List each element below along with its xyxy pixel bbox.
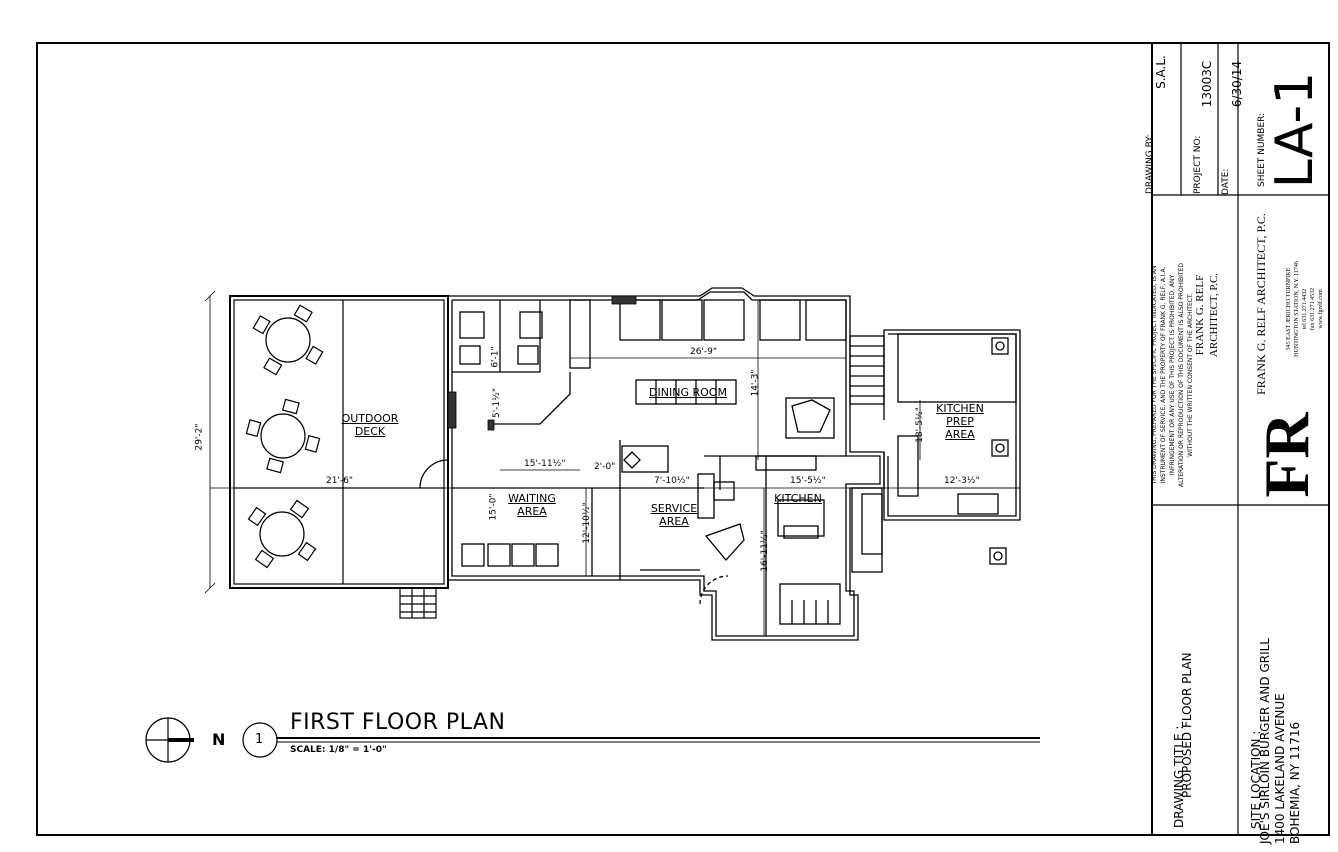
sheet-number-value: LA-1 [1265, 71, 1325, 189]
signature-block: FRANK G. RELF ARCHITECT, P.C. [1194, 272, 1220, 358]
dim-restroom-1: 6'-1" [490, 346, 501, 368]
title-graphics [145, 717, 1040, 763]
dim-kitchen-depth: 16'-11½" [759, 530, 770, 572]
north-label: N [212, 730, 226, 749]
room-label-dining-room: DINING ROOM [649, 386, 727, 399]
dim-waiting-width: 15'-11½" [524, 459, 566, 469]
dim-prep-width: 12'-3½" [944, 476, 980, 486]
plan-title: FIRST FLOOR PLAN [290, 710, 506, 735]
project-no-value: 13003C [1200, 60, 1214, 108]
room-label-kitchen: KITCHEN [774, 492, 822, 505]
deck-tables [245, 304, 324, 569]
sheet-border [36, 42, 1330, 836]
dim-waiting-depth: 15'-0" [488, 493, 499, 521]
dimension-lines [204, 290, 1020, 636]
drawing-by-value: S.A.L. [1154, 55, 1168, 89]
room-label-waiting-area: WAITING AREA [508, 492, 556, 518]
dim-overall-depth: 29'-2" [194, 423, 205, 451]
firm-name: FRANK G. RELF ARCHITECT, P.C. [1254, 213, 1268, 395]
dim-restroom-2: 5'-1½" [492, 387, 503, 419]
date-value: 6/30/14 [1230, 60, 1244, 108]
date-label: DATE: [1221, 168, 1231, 195]
drawing-by-label: DRAWING BY: [1145, 134, 1155, 194]
room-label-outdoor-deck: OUTDOOR DECK [341, 412, 399, 438]
detail-number: 1 [255, 732, 264, 747]
dim-counter: 2'-0" [594, 462, 616, 472]
dim-dining-width: 26'-9" [690, 347, 718, 357]
dim-deck-width: 21'-6" [326, 476, 354, 486]
room-label-kitchen-prep-area: KITCHEN PREP AREA [936, 402, 984, 441]
dim-dining-depth: 14'-3" [750, 369, 761, 397]
dim-service-width: 7'-10½" [654, 476, 690, 486]
drawing-title-value: PROPOSED FLOOR PLAN [1180, 652, 1194, 798]
room-label-service-area: SERVICE AREA [650, 502, 698, 528]
firm-address: 545 EAST JERICHO TURNPIKE HUNTINGTON STA… [1286, 261, 1324, 357]
outdoor-deck [229, 295, 449, 619]
dim-waiting-depth-2: 12'-10½" [581, 502, 592, 544]
firm-logo: FR [1251, 412, 1322, 498]
site-location-value: JOE'S SIRLOIN BURGER AND GRILL 1400 LAKE… [1258, 638, 1302, 844]
building-walls [419, 287, 1021, 641]
project-no-label: PROJECT NO: [1193, 135, 1203, 194]
dim-prep-depth: 18'-5½" [914, 407, 925, 443]
dim-kitchen-width: 15'-5½" [790, 476, 826, 486]
plan-scale: SCALE: 1/8" = 1'-0" [290, 745, 387, 755]
